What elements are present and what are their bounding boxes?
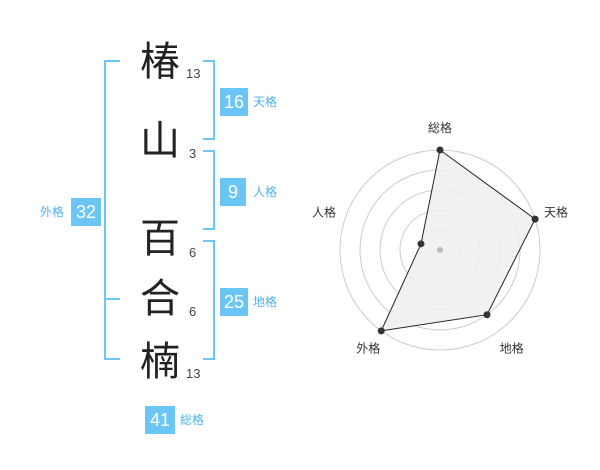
radar-axis-label-1: 総格 <box>428 120 452 135</box>
radar-axis-label-4: 外格 <box>356 341 380 356</box>
soukaku-badge: 41 <box>145 406 175 434</box>
radar-center-dot <box>437 247 443 253</box>
radar-axis-label-2: 天格 <box>544 204 568 219</box>
tenkaku-badge: 16 <box>220 88 248 116</box>
radar-point-4 <box>377 327 385 335</box>
chikaku-label: 地格 <box>253 295 278 309</box>
name-kanji-1: 椿 <box>140 39 180 85</box>
stroke-count-1: 13 <box>186 66 201 81</box>
stroke-count-4: 6 <box>189 304 197 319</box>
stroke-count-5: 13 <box>186 366 201 381</box>
radar-axis-label-5: 人格 <box>312 204 336 219</box>
gaikaku-badge: 32 <box>71 198 101 226</box>
name-kanji-2: 山 <box>140 118 180 164</box>
jinkaku-badge: 9 <box>220 178 246 206</box>
jinkaku-label: 人格 <box>253 185 278 199</box>
radar-axis-label-3: 地格 <box>500 341 524 356</box>
gaikaku-label: 外格 <box>40 205 65 219</box>
radar-point-5 <box>417 240 425 248</box>
radar-point-2 <box>531 215 539 223</box>
radar-data-polygon <box>380 149 536 332</box>
name-kanji-4: 合 <box>140 276 180 322</box>
name-kanji-5: 楠 <box>140 339 180 385</box>
stroke-count-2: 3 <box>189 146 197 161</box>
name-kanji-3: 百 <box>140 216 180 262</box>
stroke-count-3: 6 <box>189 245 197 260</box>
soukaku-label: 総格 <box>180 413 205 427</box>
tenkaku-label: 天格 <box>253 95 278 109</box>
radar-point-3 <box>483 311 491 319</box>
radar-point-1 <box>436 146 444 154</box>
chikaku-badge: 25 <box>220 288 248 316</box>
